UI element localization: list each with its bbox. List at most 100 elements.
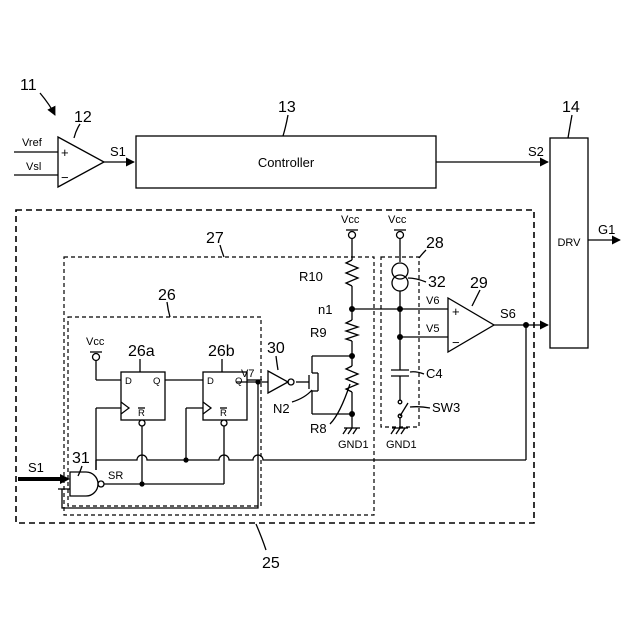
controller-block: 13 Controller S2 [136, 99, 548, 188]
flipflop-26a: 26a D Q R [96, 343, 165, 487]
resistor-r8: R8 GND1 [310, 356, 369, 451]
s1-input-label: S1 [28, 460, 44, 475]
ref-12: 12 [74, 109, 92, 126]
ref-29: 29 [470, 275, 488, 292]
v5-label: V5 [426, 323, 439, 335]
r10-symbol [346, 260, 358, 286]
switch-sw3: GND1 SW3 [386, 400, 460, 451]
ref-28-leader [419, 250, 426, 258]
flipflop-26b-q: Q [235, 376, 242, 387]
switch-n2: N2 [273, 356, 352, 416]
vcc-label-capacitor: Vcc [388, 214, 407, 226]
ref-32: 32 [428, 274, 446, 291]
resistor-r10: R10 [299, 260, 358, 307]
s1-input: S1 [18, 460, 70, 484]
r10-label: R10 [299, 269, 323, 284]
flipflop-26a-reset-bubble [139, 420, 145, 426]
s1-label: S1 [110, 144, 126, 159]
vcc-label-resistor: Vcc [341, 214, 360, 226]
v6-label: V6 [426, 295, 439, 307]
gate-31-bubble [98, 481, 104, 487]
vsl-label: Vsl [26, 161, 41, 173]
comparator-29-minus: − [452, 335, 460, 350]
inverter-30: 30 V7 [236, 340, 294, 393]
ref-31: 31 [72, 450, 90, 467]
gnd-hatch-2 [348, 428, 352, 434]
ref-31-leader [78, 466, 82, 476]
ref-25-leader [256, 524, 266, 550]
sw3-contact-top [398, 400, 402, 404]
flipflop-26b-d: D [207, 376, 214, 387]
r8-symbol [346, 366, 358, 392]
gnd-label-resistor: GND1 [338, 439, 369, 451]
gnd-hatch-5 [396, 428, 400, 434]
inverter-30-symbol [268, 371, 288, 393]
ref-26b: 26b [208, 343, 235, 360]
comparator-29-plus: + [452, 304, 460, 319]
ref-11-leader [40, 93, 55, 115]
n2-leader [292, 390, 312, 402]
n1-label: n1 [318, 302, 332, 317]
c4-label: C4 [426, 366, 443, 381]
ref-26: 26 [158, 287, 176, 304]
g1-label: G1 [598, 222, 615, 237]
clock-feedback-line [96, 455, 526, 470]
ref-25: 25 [262, 555, 280, 572]
n2-label: N2 [273, 401, 290, 416]
ref-29-leader [472, 290, 480, 306]
capacitor-supply: Vcc [388, 214, 407, 262]
s6-clock-bus [96, 455, 526, 460]
current-source-32-bottom [392, 275, 408, 291]
vcc-resistor-supply: Vcc [341, 214, 360, 260]
s6-label: S6 [500, 306, 516, 321]
v7-label: V7 [241, 368, 254, 380]
flipflop-26a-clock [121, 402, 129, 414]
comparator-29: V6 V5 + − 29 S6 [352, 275, 548, 460]
ref-12-leader [74, 124, 80, 138]
reference-11: 11 [20, 77, 55, 115]
drv-block: 14 DRV G1 [550, 99, 620, 348]
gnd-hatch-6 [401, 428, 405, 434]
ref-30: 30 [267, 340, 285, 357]
ref-32-leader [408, 278, 426, 282]
drv-label: DRV [557, 237, 581, 249]
gnd-hatch-3 [353, 428, 357, 434]
ref-30-leader [276, 356, 278, 370]
flipflop-26b: 26b D Q R [165, 343, 262, 484]
sw3-label: SW3 [432, 400, 460, 415]
gnd-hatch-4 [391, 428, 395, 434]
gate-31-symbol [70, 472, 98, 496]
r9-symbol [346, 320, 358, 341]
gnd-hatch-1 [343, 428, 347, 434]
r9-label: R9 [310, 325, 327, 340]
vcc-flipflop-supply: Vcc [86, 336, 121, 380]
r8-label: R8 [310, 421, 327, 436]
sw3-leader [410, 407, 430, 408]
vcc-terminal-capacitor [397, 232, 404, 239]
ref-14-leader [568, 115, 572, 138]
flipflop-26a-d: D [125, 376, 132, 387]
vcc-label-flipflop: Vcc [86, 336, 105, 348]
vcc-terminal-resistor [349, 232, 356, 239]
v7-feedback-wire [62, 382, 258, 508]
comparator-12-plus: + [61, 145, 69, 160]
ref-14: 14 [562, 99, 580, 116]
flipflop-26a-rbar: R [138, 408, 145, 419]
c4-leader [410, 372, 424, 374]
comparator-12-minus: − [61, 170, 69, 185]
ref-28: 28 [426, 235, 444, 252]
ref-13: 13 [278, 99, 296, 116]
vref-label: Vref [22, 137, 43, 149]
comparator-12: 12 + − Vref Vsl S1 [14, 109, 134, 187]
s2-label: S2 [528, 144, 544, 159]
controller-label: Controller [258, 155, 315, 170]
flipflop-26b-reset-bubble [221, 420, 227, 426]
sr-label: SR [108, 470, 123, 482]
vcc-terminal-flipflop [93, 354, 100, 361]
flipflop-26b-clock [203, 402, 211, 414]
ref-26a: 26a [128, 343, 155, 360]
ref-13-leader [283, 115, 288, 136]
ref-26-leader [167, 302, 170, 317]
ref-11: 11 [20, 77, 37, 94]
